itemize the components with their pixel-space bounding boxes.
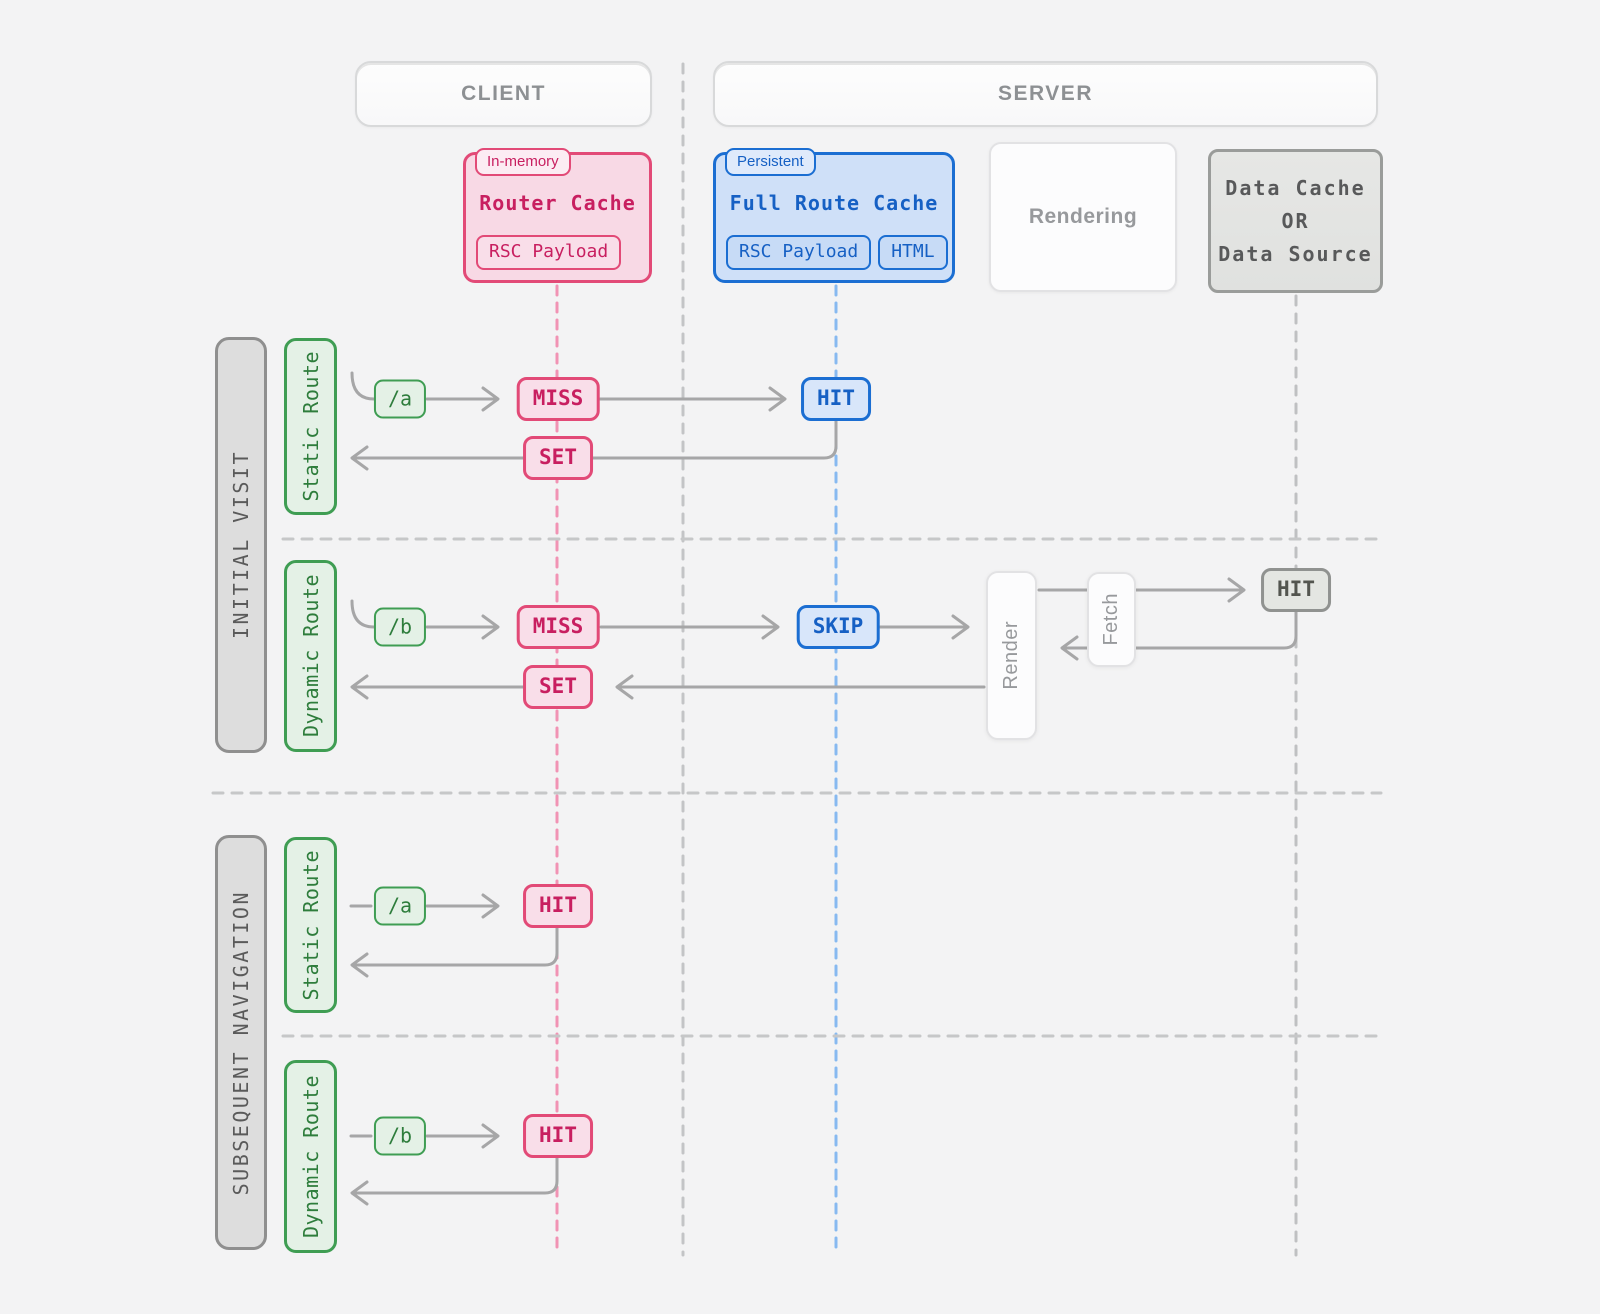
static-route-pill-initial: Static Route bbox=[284, 338, 337, 515]
router-cache-miss-badge: MISS bbox=[516, 377, 600, 421]
router-cache-hit-badge: HIT bbox=[523, 884, 593, 928]
rsc-payload-chip: RSC Payload bbox=[726, 235, 872, 270]
data-source-line: Data Source bbox=[1218, 241, 1373, 266]
dynamic-route-label: Dynamic Route bbox=[298, 1074, 323, 1239]
arrow-set-to-route bbox=[350, 674, 525, 700]
dynamic-route-pill-initial: Dynamic Route bbox=[284, 560, 337, 752]
route-b-badge: /b bbox=[373, 1116, 427, 1156]
full-route-cache-box: Persistent Full Route Cache RSC Payload … bbox=[713, 148, 955, 283]
client-zone-label: CLIENT bbox=[461, 82, 546, 105]
arrow-route-to-hit bbox=[425, 1123, 500, 1149]
server-zone-header: SERVER bbox=[713, 61, 1378, 127]
router-cache-miss-badge: MISS bbox=[516, 605, 600, 649]
data-cache-or: OR bbox=[1281, 208, 1310, 233]
request-hook bbox=[350, 371, 376, 401]
arrow-route-to-miss bbox=[425, 614, 500, 640]
router-cache-box: In-memory Router Cache RSC Payload bbox=[463, 148, 652, 283]
arrow-miss-to-hit bbox=[598, 386, 787, 412]
arrow-render-to-set bbox=[615, 674, 986, 700]
arrow-return bbox=[350, 924, 559, 978]
arrow-return bbox=[350, 1154, 559, 1206]
arrow-route-to-miss bbox=[425, 386, 500, 412]
router-cache-set-badge: SET bbox=[523, 665, 593, 709]
full-route-cache-title: Full Route Cache bbox=[729, 191, 939, 215]
flow-initial-dynamic-arrows bbox=[350, 577, 1298, 700]
route-a-badge: /a bbox=[373, 886, 427, 926]
lane-initial-visit: INITIAL VISIT bbox=[215, 337, 267, 753]
flow-subsequent-dynamic-arrows bbox=[349, 1123, 559, 1206]
rsc-payload-chip: RSC Payload bbox=[476, 235, 622, 270]
static-route-label: Static Route bbox=[298, 849, 323, 1001]
initial-visit-label: INITIAL VISIT bbox=[229, 450, 253, 640]
full-route-cache-tag: Persistent bbox=[725, 148, 816, 176]
full-route-cache-hit-badge: HIT bbox=[801, 377, 871, 421]
arrow-miss-to-skip bbox=[599, 614, 780, 640]
flow-subsequent-static-arrows bbox=[349, 893, 559, 978]
static-route-label: Static Route bbox=[298, 351, 323, 502]
server-zone-label: SERVER bbox=[998, 82, 1093, 105]
data-cache-hit-badge: HIT bbox=[1261, 568, 1331, 612]
fetch-label: Fetch bbox=[1100, 593, 1122, 646]
dynamic-route-pill-subsequent: Dynamic Route bbox=[284, 1060, 337, 1253]
full-route-cache-skip-badge: SKIP bbox=[796, 605, 880, 649]
data-cache-box: Data Cache OR Data Source bbox=[1208, 149, 1383, 293]
route-b-badge: /b bbox=[373, 607, 427, 647]
flow-initial-static-arrows bbox=[350, 371, 838, 471]
static-route-pill-subsequent: Static Route bbox=[284, 837, 337, 1013]
arrow-render-to-datacache bbox=[1037, 577, 1246, 603]
dynamic-route-label: Dynamic Route bbox=[298, 574, 323, 738]
client-zone-header: CLIENT bbox=[355, 61, 652, 127]
arrow-skip-to-render bbox=[878, 614, 970, 640]
router-cache-set-badge: SET bbox=[523, 436, 593, 480]
rendering-label: Rendering bbox=[1028, 205, 1138, 228]
fetch-pill: Fetch bbox=[1087, 572, 1136, 667]
arrow-route-to-hit bbox=[425, 893, 500, 919]
data-cache-line: Data Cache bbox=[1225, 175, 1366, 200]
router-cache-hit-badge: HIT bbox=[523, 1114, 593, 1158]
render-label: Render bbox=[1000, 621, 1022, 690]
html-chip: HTML bbox=[878, 235, 948, 270]
request-hook bbox=[350, 599, 376, 629]
subsequent-navigation-label: SUBSEQUENT NAVIGATION bbox=[229, 889, 253, 1196]
rendering-box: Rendering bbox=[989, 142, 1177, 292]
arrow-return-set bbox=[350, 417, 838, 471]
route-a-badge: /a bbox=[373, 379, 427, 419]
lane-subsequent-navigation: SUBSEQUENT NAVIGATION bbox=[215, 835, 267, 1250]
render-pill: Render bbox=[986, 571, 1037, 740]
arrow-datacache-return-fetch bbox=[1060, 609, 1298, 661]
router-cache-tag: In-memory bbox=[475, 148, 571, 176]
router-cache-title: Router Cache bbox=[479, 191, 636, 215]
